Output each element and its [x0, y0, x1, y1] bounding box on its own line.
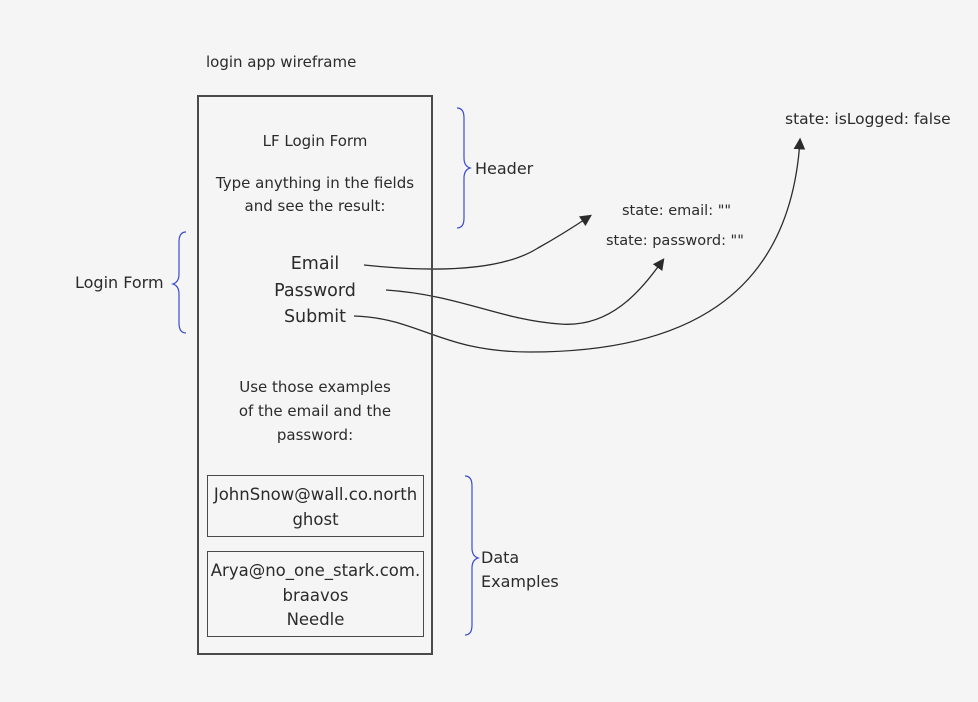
data-examples-annotation: Data Examples [481, 546, 559, 594]
example-email: Arya@no_one_stark.com. [210, 561, 421, 580]
header-brace [456, 107, 472, 229]
header-title: LF Login Form [262, 132, 368, 150]
login-form-brace [171, 231, 187, 334]
data-examples-brace [464, 475, 480, 636]
state-email: state: email: "" [622, 203, 732, 219]
state-is-logged: state: isLogged: false [785, 110, 951, 128]
example-card-2: Arya@no_one_stark.com. braavos Needle [207, 551, 424, 637]
examples-intro-line-3: password: [276, 426, 354, 444]
examples-intro-line-2: of the email and the [238, 402, 392, 420]
example-email-continued: braavos [282, 585, 349, 605]
login-form-annotation: Login Form [75, 273, 164, 292]
password-field[interactable]: Password [274, 281, 356, 301]
email-arrow [363, 214, 592, 270]
examples-intro-line-1: Use those examples [239, 378, 391, 396]
data-examples-line-1: Data [481, 548, 520, 567]
example-email: JohnSnow@wall.co.north [213, 485, 418, 504]
submit-arrow [353, 137, 806, 353]
submit-button[interactable]: Submit [283, 307, 347, 327]
intro-line-2: and see the result: [244, 197, 386, 215]
example-password: ghost [292, 509, 339, 529]
examples-intro: Use those examples of the email and the … [187, 375, 443, 447]
data-examples-line-2: Examples [481, 572, 559, 591]
state-password: state: password: "" [606, 233, 744, 249]
header-annotation: Header [475, 159, 534, 178]
intro-text: Type anything in the fields and see the … [197, 172, 433, 218]
app-frame [197, 95, 433, 655]
password-arrow [385, 258, 665, 325]
email-field[interactable]: Email [290, 254, 340, 274]
diagram-title: login app wireframe [206, 53, 357, 71]
intro-line-1: Type anything in the fields [215, 174, 415, 192]
example-card-1: JohnSnow@wall.co.north ghost [207, 475, 424, 537]
example-password: Needle [286, 610, 345, 629]
